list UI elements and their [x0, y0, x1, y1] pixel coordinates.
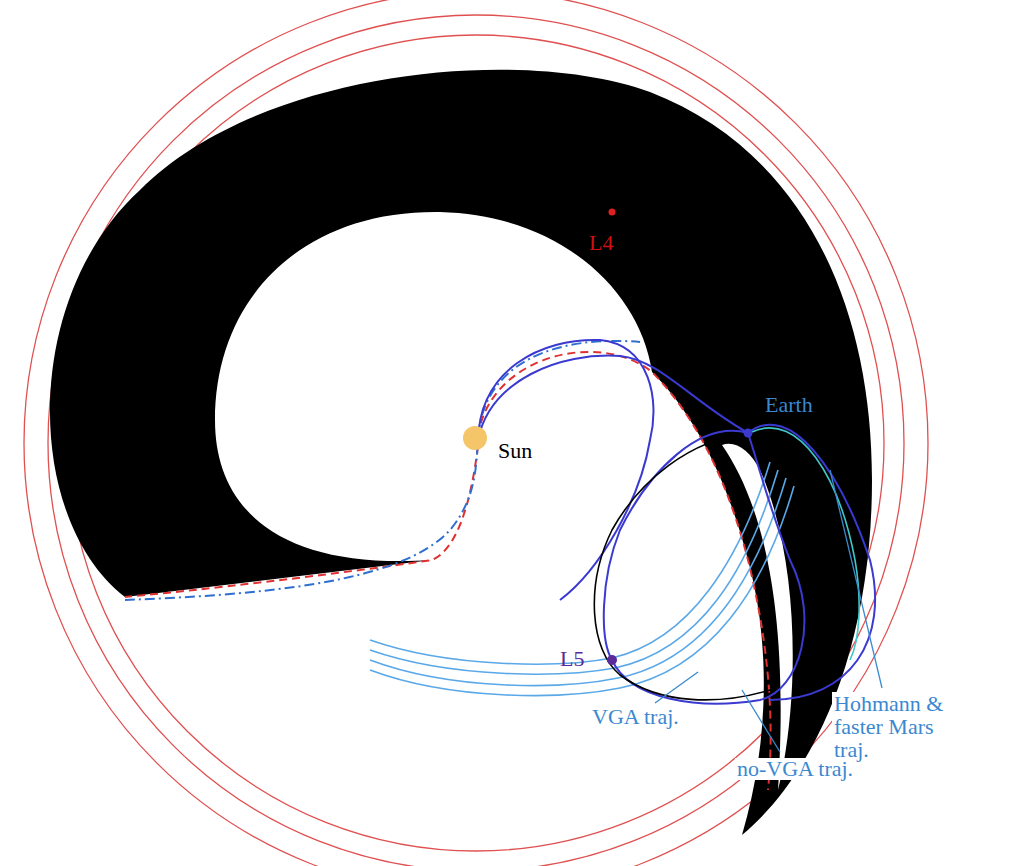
point-label: L5	[560, 648, 584, 670]
trajectory-label: no-VGA traj.	[735, 758, 855, 780]
point-label: Earth	[765, 394, 813, 416]
trajectory-label: Hohmann & faster Mars traj.	[832, 692, 968, 761]
point-label: L4	[589, 232, 613, 254]
point-label: Sun	[498, 440, 532, 462]
trajectory-label: VGA traj.	[590, 706, 681, 728]
